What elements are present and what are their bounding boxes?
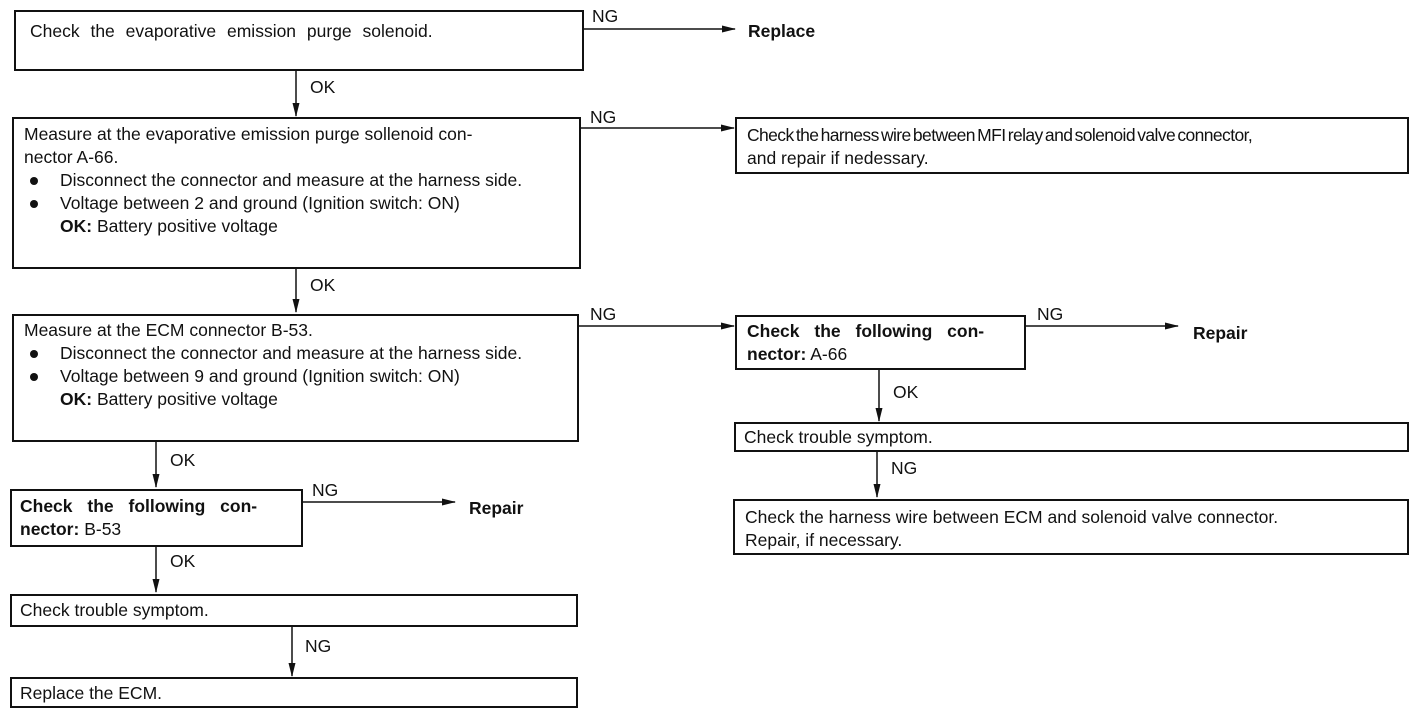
step6-right-box: Check the harness wire between ECM and s… [733, 499, 1409, 555]
step5-left-text: Check trouble symptom. [20, 600, 209, 620]
step4-left-ok-label: OK [170, 551, 196, 571]
step2-box: Measure at the evaporative emission purg… [12, 117, 581, 269]
step1-ng-label: NG [592, 6, 619, 26]
step4-left-line2: nector: B-53 [20, 518, 293, 541]
step4-right-box: Check the following con- nector: A-66 [735, 315, 1026, 370]
step2-ok-line: OK: Battery positive voltage [24, 215, 569, 238]
step4-left-ng-label: NG [312, 480, 339, 500]
step1-ok-label: OK [310, 77, 336, 97]
step3-ng-label: NG [590, 304, 617, 324]
step2-line1: Measure at the evaporative emission purg… [24, 124, 473, 144]
step4-right-ok-label: OK [893, 382, 919, 402]
step2-ng-box-line1: Check the harness wire between MFI relay… [747, 125, 1253, 145]
step4-right-line2-key: nector: [747, 344, 807, 364]
step5-right-box: Check trouble symptom. [734, 422, 1409, 452]
step6-right-line2: Repair, if necessary. [745, 530, 903, 550]
step2-ok-value: Battery positive voltage [96, 216, 278, 236]
step3-ok-label: OK [170, 450, 196, 470]
step5-right-text: Check trouble symptom. [744, 427, 933, 447]
step3-bullet1: Disconnect the connector and measure at … [24, 342, 567, 365]
step3-ok-key: OK: [60, 389, 93, 409]
step5-left-ng-label: NG [305, 636, 332, 656]
step6-right-line1: Check the harness wire between ECM and s… [745, 507, 1279, 527]
step3-ok-line: OK: Battery positive voltage [24, 388, 567, 411]
step4-left-line2-key: nector: [20, 519, 80, 539]
step2-ok-label: OK [310, 275, 336, 295]
step1-box: Check the evaporative emission purge sol… [14, 10, 584, 71]
step2-bullet1: Disconnect the connector and measure at … [24, 169, 569, 192]
step4-left-line1: Check the following con- [20, 496, 258, 516]
step2-ok-key: OK: [60, 216, 93, 236]
step6-left-text: Replace the ECM. [20, 683, 163, 703]
step5-left-box: Check trouble symptom. [10, 594, 578, 627]
step4-right-line1: Check the following con- [747, 321, 985, 341]
step2-ng-box: Check the harness wire between MFI relay… [735, 117, 1409, 174]
step3-ok-value: Battery positive voltage [96, 389, 278, 409]
step2-bullet2: Voltage between 2 and ground (Ignition s… [24, 192, 569, 215]
step5-right-ng-label: NG [891, 458, 918, 478]
step4-left-box: Check the following con- nector: B-53 [10, 489, 303, 547]
step4-left-line2-value: B-53 [84, 519, 122, 539]
step4-right-ng-result: Repair [1193, 323, 1248, 343]
step4-right-line2-value: A-66 [810, 344, 848, 364]
step4-right-ng-label: NG [1037, 304, 1064, 324]
step1-text: Check the evaporative emission purge sol… [30, 21, 433, 41]
step2-line2: nector A-66. [24, 147, 119, 167]
step3-line1: Measure at the ECM connector B-53. [24, 320, 313, 340]
step2-bullet-list: Disconnect the connector and measure at … [24, 169, 569, 215]
step2-ng-label: NG [590, 107, 617, 127]
step1-ng-result: Replace [748, 21, 816, 41]
step3-bullet2: Voltage between 9 and ground (Ignition s… [24, 365, 567, 388]
step3-box: Measure at the ECM connector B-53. Disco… [12, 314, 579, 442]
step6-left-box: Replace the ECM. [10, 677, 578, 708]
step2-ng-box-line2: and repair if nedessary. [747, 148, 929, 168]
step4-left-ng-result: Repair [469, 498, 524, 518]
step3-bullet-list: Disconnect the connector and measure at … [24, 342, 567, 388]
step4-right-line2: nector: A-66 [747, 343, 1014, 366]
